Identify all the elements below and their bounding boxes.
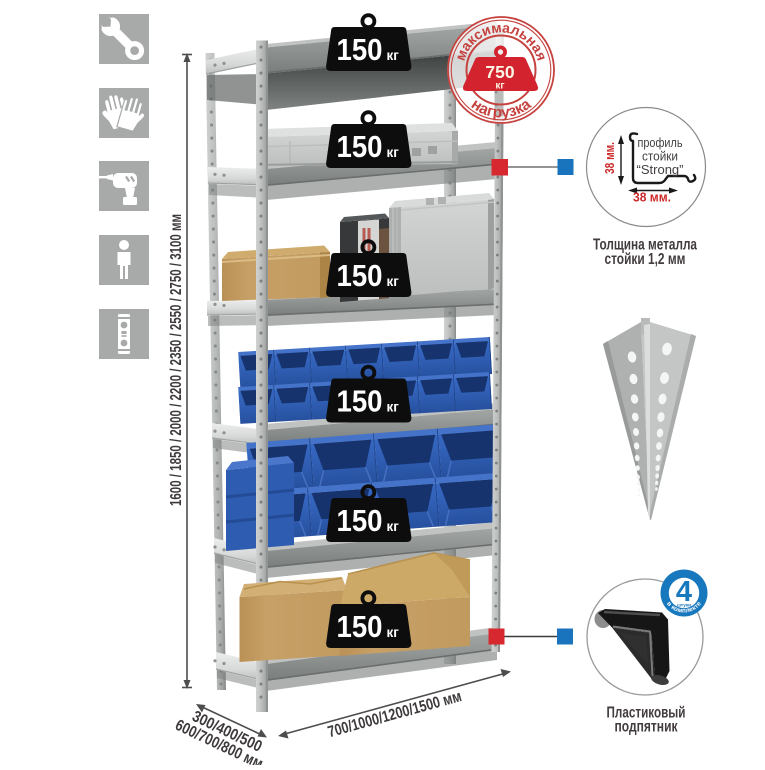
svg-text:1600 / 1850 / 2000 / 2200 / 23: 1600 / 1850 / 2000 / 2200 / 2350 / 2550 … — [168, 214, 185, 506]
svg-text:38 мм.: 38 мм. — [603, 142, 617, 174]
svg-text:штуки: штуки — [677, 602, 691, 607]
svg-text:Толщина металла: Толщина металла — [593, 237, 697, 254]
svg-text:750: 750 — [485, 62, 514, 82]
svg-text:профиль: профиль — [638, 136, 683, 150]
svg-text:кг: кг — [495, 81, 504, 92]
svg-text:Пластиковый: Пластиковый — [607, 705, 686, 722]
svg-text:подпятник: подпятник — [615, 719, 678, 736]
svg-text:стойки: стойки — [642, 150, 678, 164]
svg-text:стойки 1,2 мм: стойки 1,2 мм — [605, 251, 686, 268]
svg-text:4: 4 — [676, 576, 692, 608]
svg-text:38 мм.: 38 мм. — [633, 191, 671, 205]
svg-text:“Strong”: “Strong” — [637, 163, 684, 177]
svg-text:700/1000/1200/1500 мм: 700/1000/1200/1500 мм — [326, 688, 464, 741]
